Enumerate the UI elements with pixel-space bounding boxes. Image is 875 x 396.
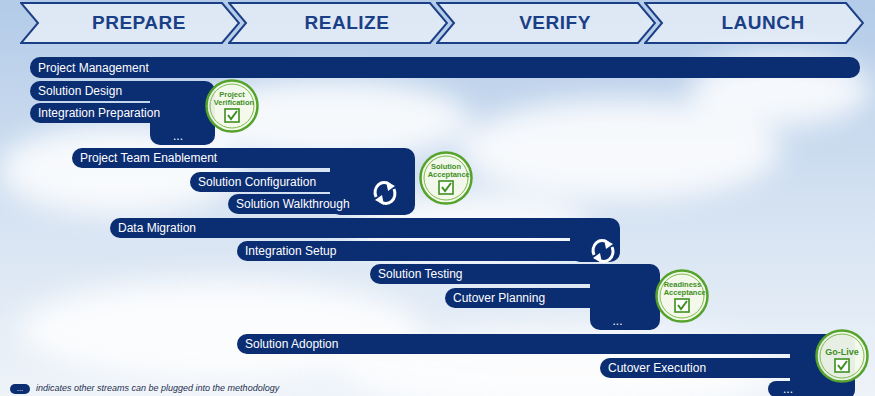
badge-inner-ring [660,274,704,318]
workstream-bar: Cutover Execution [600,358,800,378]
checkbox [439,181,453,194]
workstream-name: Solution Adoption [245,337,338,351]
workstream-name: Cutover Execution [608,361,706,375]
workstream-bar: Integration Setup [237,241,587,261]
checkbox [835,359,849,372]
checkbox [675,299,689,312]
phase-chevron: PREPARE [20,2,240,44]
clouds [0,55,870,396]
checkbox [225,109,239,122]
badge-inner-ring [424,156,468,200]
workstream-name: Integration Setup [245,244,336,258]
legend: ... indicates other streams can be plugge… [10,383,279,394]
workstream-bar: Solution Walkthrough [228,194,358,214]
workstream-name: Solution Walkthrough [236,197,350,211]
phase-name: LAUNCH [721,12,804,34]
phase-name: PREPARE [92,12,186,34]
milestone-name: Readiness Acceptance [664,281,701,297]
badge-inner-ring [820,334,864,378]
workstream-name: Cutover Planning [453,291,545,305]
workstream-name: Data Migration [118,221,196,235]
milestone-name: Solution Acceptance [428,163,465,179]
chevron-shape [437,3,655,43]
workstream-bar: Data Migration [110,218,600,238]
badge-ring [657,271,708,322]
workstream-bar: Integration Preparation [30,103,198,123]
workstream-bar: Project Management [30,57,860,78]
workstream-name: Project Team Enablement [80,151,217,165]
workstream-name: Solution Configuration [198,175,316,189]
checkmark [228,111,237,119]
legend-text: indicates other streams can be plugged i… [36,383,279,394]
workstream-bar: Solution Configuration [190,172,355,192]
workstream-name: ... [612,314,622,328]
milestone-name: Project Verification [214,91,251,107]
chevron-shape [21,3,239,43]
iteration-cycle-icon [593,239,613,263]
ellipsis-marker: ... [17,385,24,393]
milestone-badge: Readiness Acceptance [655,269,709,323]
legend-swatch: ... [10,384,30,394]
checkmark [442,183,451,191]
workstream-bar: Cutover Planning [445,288,625,308]
milestone-name: Go-Live [824,348,861,357]
checkmark [838,361,847,369]
badge-ring [207,81,258,132]
checkmark [678,301,687,309]
workstream-bar: Solution Testing [370,264,640,284]
iteration-cycle-icon [375,181,395,205]
workstream-bar: Solution Adoption [237,334,837,354]
workstream-name: Project Management [38,61,149,75]
workstream-name: Solution Testing [378,267,463,281]
workstream-bar: Solution Design [30,81,205,101]
badge-ring [421,153,472,204]
cycle-arrowhead [593,253,602,263]
phase-chevron: REALIZE [228,2,448,44]
workstream-name: ... [173,129,183,143]
chevron-shape [645,3,863,43]
milestone-badge: Solution Acceptance [419,151,473,205]
workstream-bar: ... [600,311,635,330]
phase-name: VERIFY [519,12,591,34]
stream-groups [150,81,855,396]
workstream-bar: Project Team Enablement [72,148,372,168]
phase-name: REALIZE [305,12,390,34]
cycle-arrowhead [375,195,384,205]
workstream-bar: ... [768,381,808,396]
workstream-name: Solution Design [38,84,122,98]
workstream-bar: ... [158,126,198,145]
phase-chevron: LAUNCH [644,2,864,44]
chevron-shape [229,3,447,43]
workstream-name: Integration Preparation [38,106,160,120]
phase-chevron: VERIFY [436,2,656,44]
legend-row: ... indicates other streams can be plugge… [10,383,279,394]
milestone-badge: Go-Live [815,329,869,383]
badge-inner-ring [210,84,254,128]
badge-ring [817,331,868,382]
workstream-name: ... [783,382,793,396]
milestone-badge: Project Verification [205,79,259,133]
